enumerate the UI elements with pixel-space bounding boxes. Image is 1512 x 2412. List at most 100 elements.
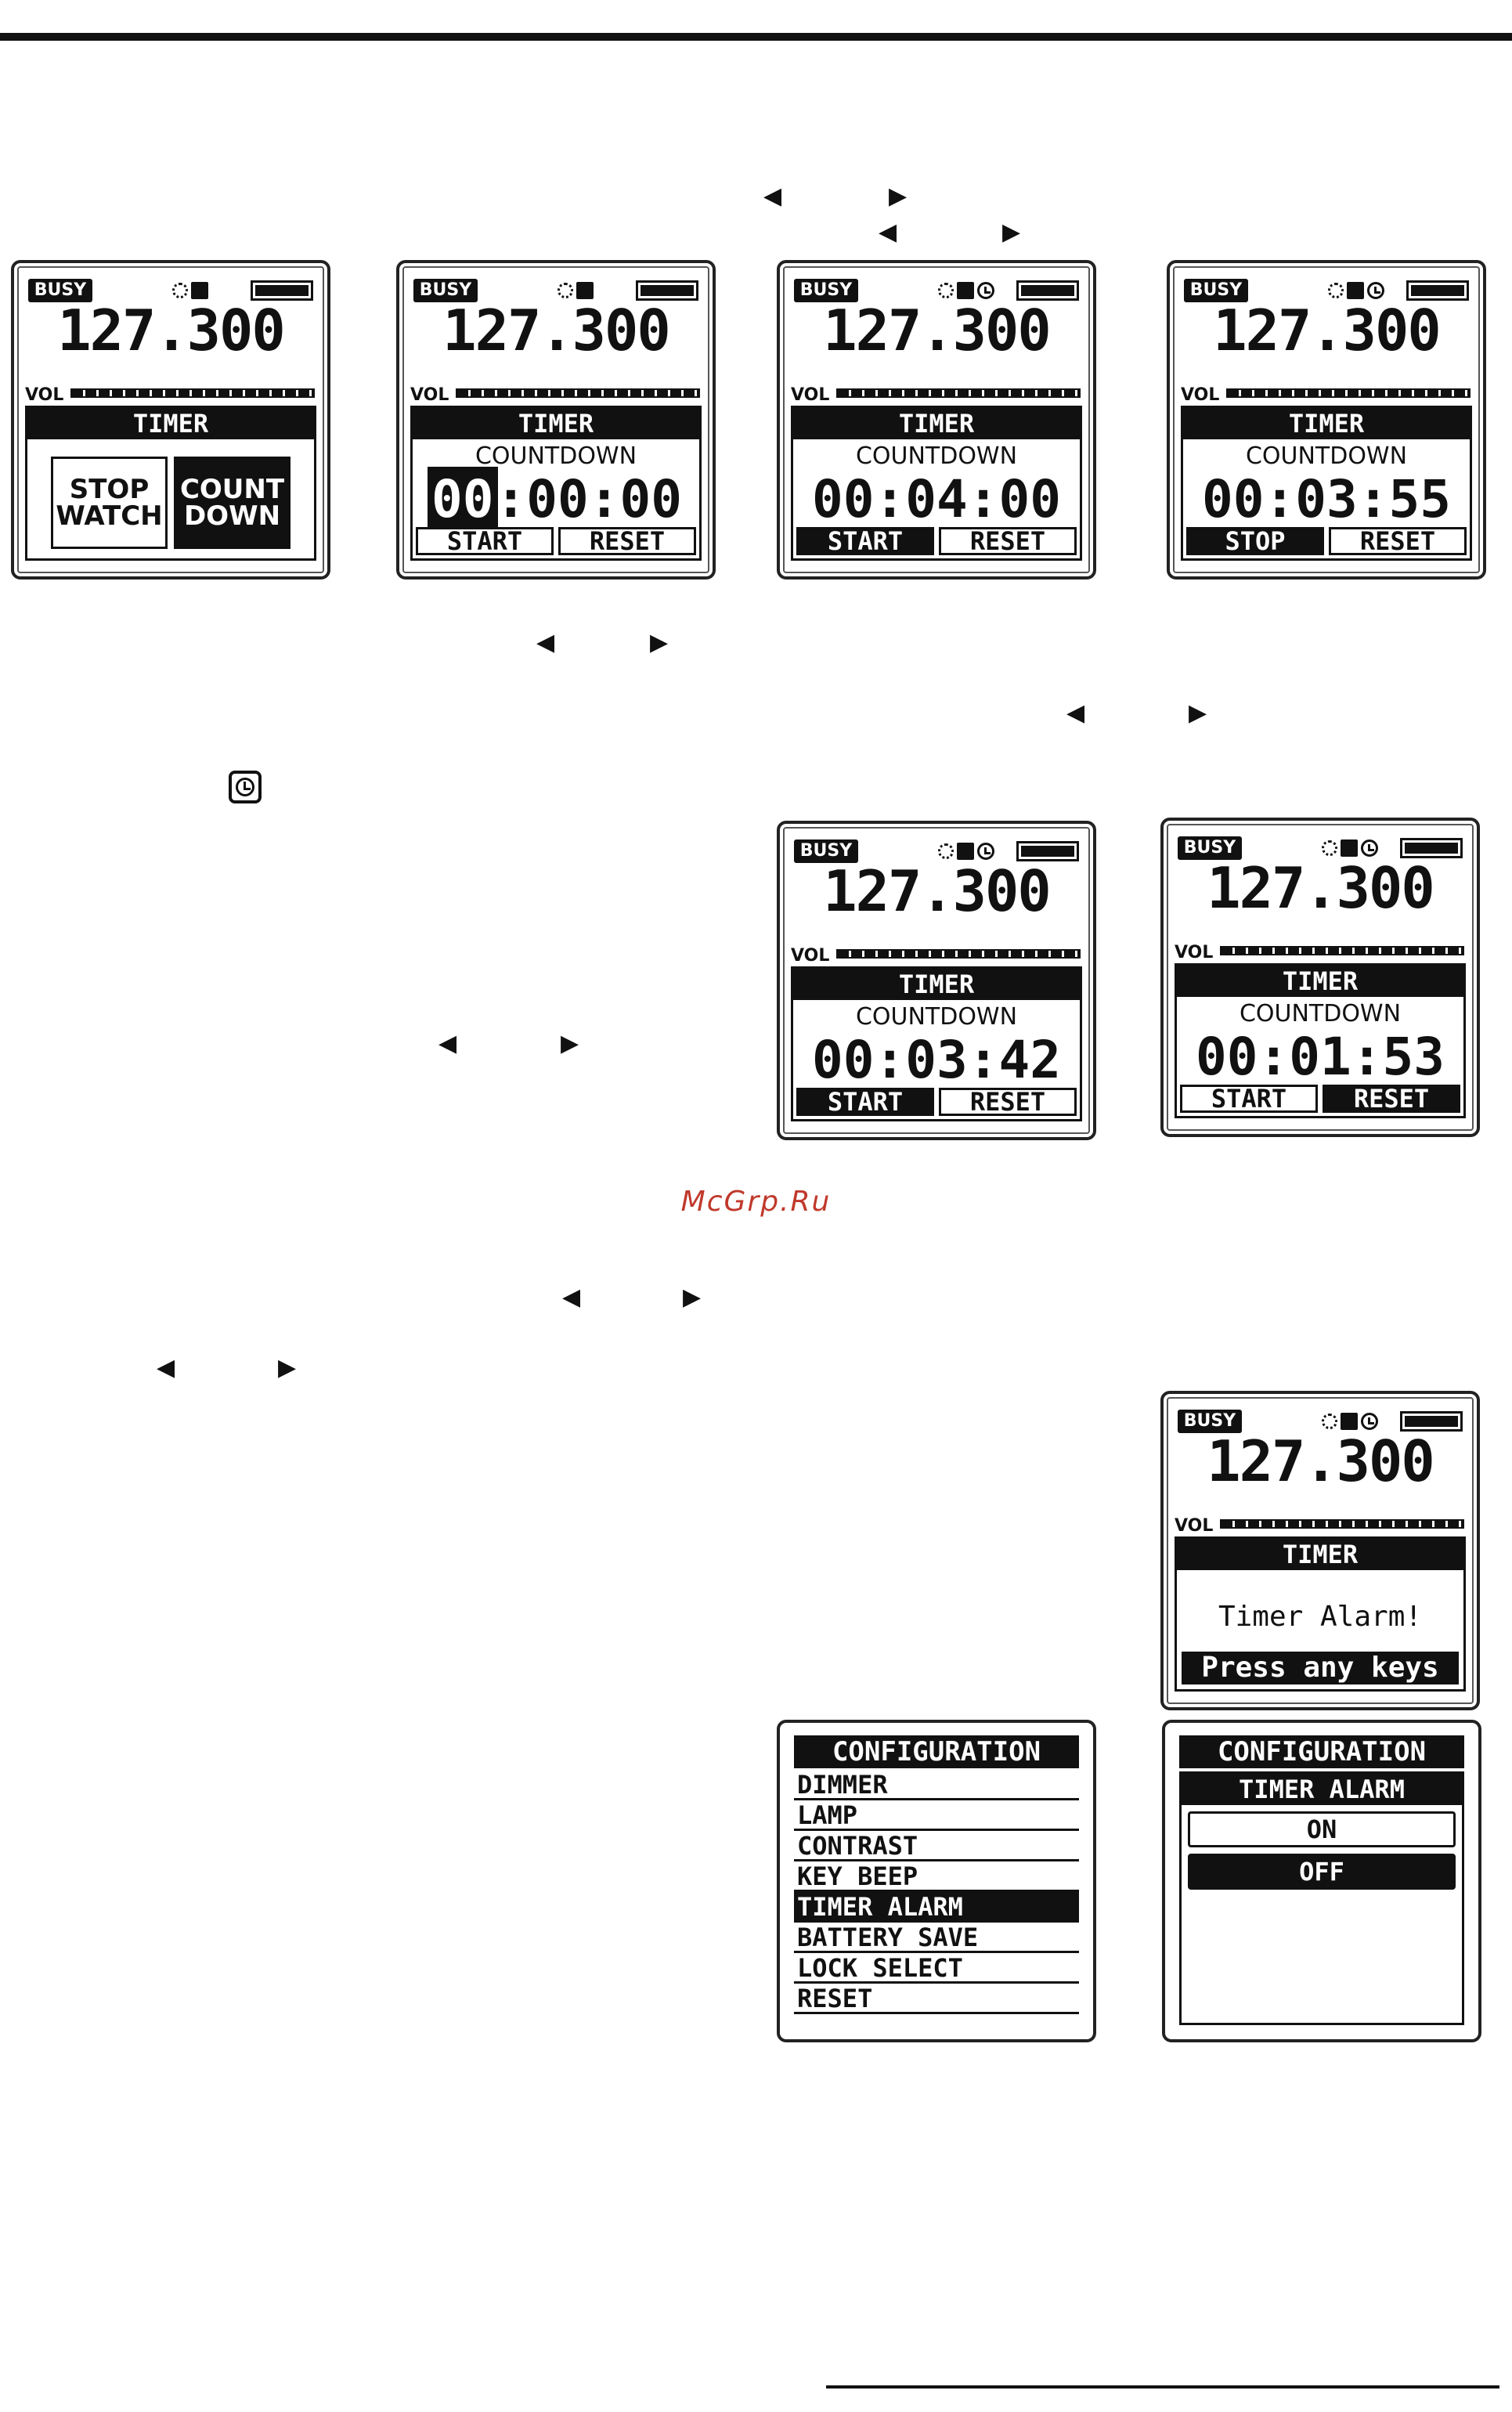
- left-arrow-icon: ◀: [1066, 699, 1085, 727]
- vol-label: VOL: [791, 946, 830, 966]
- countdown-label: COUNTDOWN: [1239, 1000, 1402, 1027]
- selected-hours[interactable]: 00: [428, 467, 498, 532]
- timer-panel: TIMER COUNTDOWN 00:03:55 STOP RESET: [1181, 406, 1472, 561]
- config-item-timer-alarm[interactable]: TIMER ALARM: [794, 1892, 1079, 1923]
- frequency-display: 127.300: [1207, 1428, 1434, 1494]
- volume-bar: [836, 388, 1081, 398]
- stop-button[interactable]: STOP: [1186, 527, 1324, 555]
- frequency-display: 127.300: [1207, 855, 1434, 921]
- vol-label: VOL: [1181, 385, 1220, 405]
- option-on[interactable]: ON: [1188, 1811, 1456, 1847]
- volume-bar: [1226, 388, 1471, 398]
- vol-label: VOL: [25, 385, 64, 405]
- countdown-label: COUNTDOWN: [1245, 442, 1408, 470]
- battery-icon: [1406, 280, 1469, 301]
- scan-icon: [1347, 282, 1364, 299]
- config-item-key-beep[interactable]: KEY BEEP: [794, 1861, 1079, 1892]
- softkey-row: START RESET: [416, 527, 696, 555]
- config-item-lamp[interactable]: LAMP: [794, 1800, 1079, 1831]
- timer-panel: TIMER Timer Alarm! Press any keys: [1175, 1536, 1466, 1692]
- config-item-battery-save[interactable]: BATTERY SAVE: [794, 1923, 1079, 1953]
- mode-row: STOP WATCH COUNT DOWN: [51, 457, 290, 549]
- reset-button[interactable]: RESET: [1323, 1085, 1460, 1113]
- panel-title: TIMER: [793, 408, 1080, 439]
- panel-title: TIMER: [1177, 966, 1463, 997]
- config-title: CONFIGURATION: [1179, 1735, 1464, 1768]
- busy-badge: BUSY: [794, 840, 858, 863]
- busy-badge: BUSY: [413, 279, 478, 302]
- alarm-message: Timer Alarm!: [1218, 1601, 1423, 1633]
- option-off[interactable]: OFF: [1188, 1854, 1456, 1890]
- start-button[interactable]: START: [416, 527, 554, 555]
- countdown-label: COUNTDOWN: [855, 442, 1018, 470]
- signal-icon: [172, 283, 188, 298]
- start-button[interactable]: START: [796, 527, 934, 555]
- right-arrow-icon: ▶: [1002, 218, 1021, 246]
- stopwatch-button[interactable]: STOP WATCH: [51, 457, 168, 549]
- timer-alarm-panel: TIMER ALARM ON OFF: [1179, 1771, 1464, 2025]
- frequency-display: 127.300: [442, 298, 670, 363]
- time-rest: :00:00: [495, 469, 682, 529]
- volume-bar: [456, 388, 700, 398]
- timer-panel: TIMER COUNTDOWN 00:00:00 START RESET: [410, 406, 702, 561]
- panel-title: TIMER: [413, 408, 699, 439]
- watermark: McGrp.Ru: [680, 1186, 832, 1218]
- config-item-dimmer[interactable]: DIMMER: [794, 1770, 1079, 1800]
- timer-panel: TIMER COUNTDOWN 00:03:42 START RESET: [791, 966, 1082, 1121]
- lcd-countdown-paused: BUSY 127.300 VOL TIMER COUNTDOWN 00:03:4…: [777, 821, 1096, 1140]
- lcd-countdown-reset-select: BUSY 127.300 VOL TIMER COUNTDOWN 00:01:5…: [1160, 818, 1480, 1137]
- lcd-countdown-running: BUSY 127.300 VOL TIMER COUNTDOWN 00:03:5…: [1167, 260, 1486, 580]
- countdown-time: 00:00:00: [413, 467, 699, 532]
- status-icons: [938, 840, 994, 863]
- countdown-label: COUNTDOWN: [475, 442, 637, 470]
- battery-icon: [1400, 838, 1463, 858]
- reset-button[interactable]: RESET: [939, 1088, 1077, 1116]
- lcd-timer-mode-select: BUSY 127.300 VOL TIMER STOP WATCH COUNT …: [11, 260, 330, 580]
- config-item-contrast[interactable]: CONTRAST: [794, 1831, 1079, 1861]
- clock-icon: [1361, 1413, 1378, 1430]
- volume-bar: [836, 949, 1081, 959]
- signal-icon: [1322, 1414, 1337, 1429]
- busy-badge: BUSY: [1178, 836, 1242, 860]
- status-icons: [1322, 1410, 1378, 1433]
- status-icons: [172, 279, 208, 302]
- panel-title: TIMER: [27, 408, 314, 439]
- config-list: DIMMER LAMP CONTRAST KEY BEEP TIMER ALAR…: [794, 1770, 1079, 2014]
- softkey-row: START RESET: [796, 1088, 1077, 1116]
- battery-icon: [1400, 1411, 1463, 1432]
- signal-icon: [1322, 840, 1337, 856]
- volume-bar: [70, 388, 315, 398]
- battery-icon: [1016, 280, 1079, 301]
- vol-label: VOL: [410, 385, 449, 405]
- countdown-time: 00:04:00: [812, 469, 1061, 529]
- softkey-row: START RESET: [796, 527, 1077, 555]
- press-any-keys-bar[interactable]: Press any keys: [1182, 1652, 1459, 1684]
- countdown-time: 00:03:42: [812, 1030, 1061, 1090]
- reset-button[interactable]: RESET: [558, 527, 696, 555]
- reset-button[interactable]: RESET: [939, 527, 1077, 555]
- status-icons: [1322, 836, 1378, 860]
- clock-icon: [229, 771, 262, 803]
- signal-icon: [938, 283, 954, 298]
- scan-icon: [576, 282, 594, 299]
- battery-icon: [251, 280, 313, 301]
- lcd-countdown-set: BUSY 127.300 VOL TIMER COUNTDOWN 00:00:0…: [396, 260, 716, 580]
- config-item-reset[interactable]: RESET: [794, 1984, 1079, 2014]
- reset-button[interactable]: RESET: [1329, 527, 1467, 555]
- config-item-lock-select[interactable]: LOCK SELECT: [794, 1953, 1079, 1984]
- start-button[interactable]: START: [1180, 1085, 1318, 1113]
- frequency-display: 127.300: [823, 298, 1051, 363]
- frequency-display: 127.300: [1213, 298, 1441, 363]
- timer-panel: TIMER COUNTDOWN 00:01:53 START RESET: [1175, 963, 1466, 1118]
- panel-title: TIMER: [1177, 1539, 1463, 1570]
- scan-icon: [957, 843, 974, 860]
- vol-label: VOL: [791, 385, 830, 405]
- battery-icon: [636, 280, 698, 301]
- start-button[interactable]: START: [796, 1088, 934, 1116]
- signal-icon: [1328, 283, 1344, 298]
- left-arrow-icon: ◀: [536, 629, 555, 656]
- busy-badge: BUSY: [1178, 1410, 1242, 1433]
- timer-panel: TIMER STOP WATCH COUNT DOWN: [25, 406, 316, 561]
- timer-panel: TIMER COUNTDOWN 00:04:00 START RESET: [791, 406, 1082, 561]
- countdown-button[interactable]: COUNT DOWN: [174, 457, 290, 549]
